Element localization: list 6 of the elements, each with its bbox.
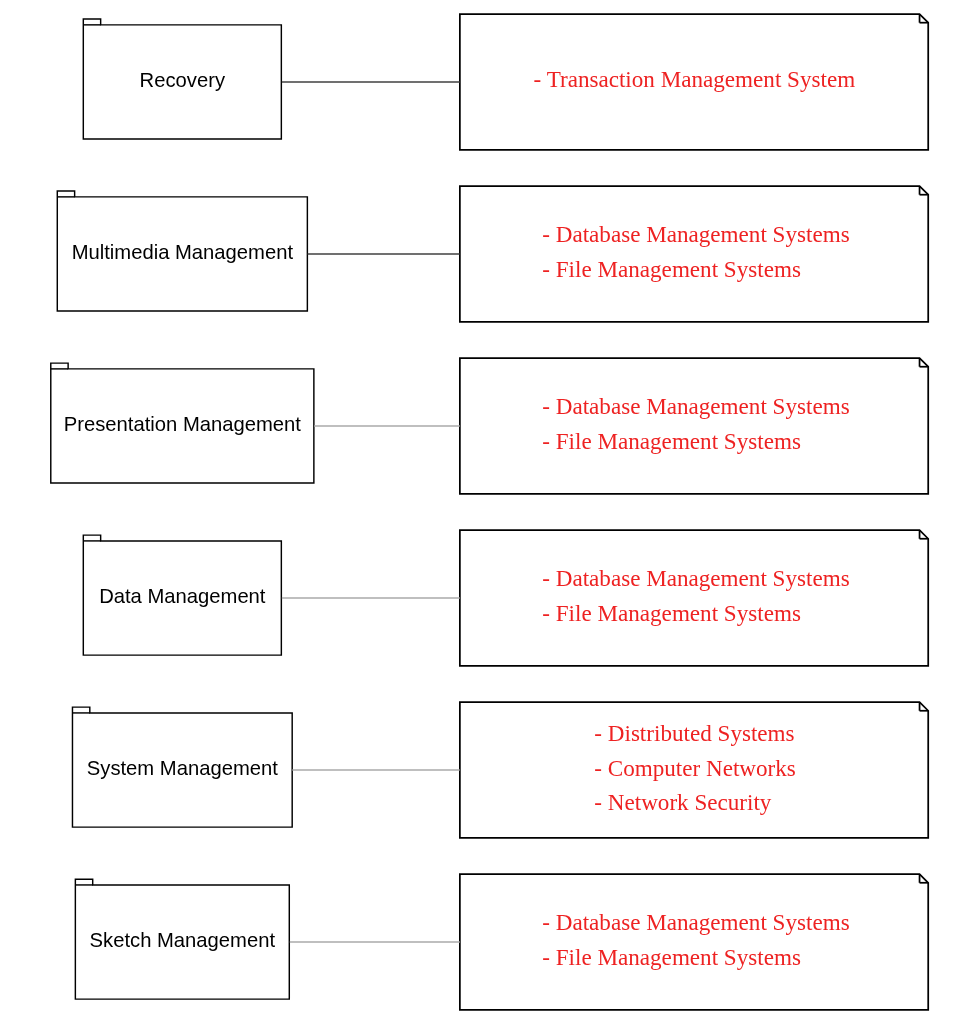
connector bbox=[291, 769, 461, 771]
connector bbox=[306, 253, 461, 255]
connector bbox=[281, 81, 461, 83]
connector bbox=[313, 425, 461, 427]
connector bbox=[289, 941, 461, 943]
connector bbox=[281, 597, 461, 599]
